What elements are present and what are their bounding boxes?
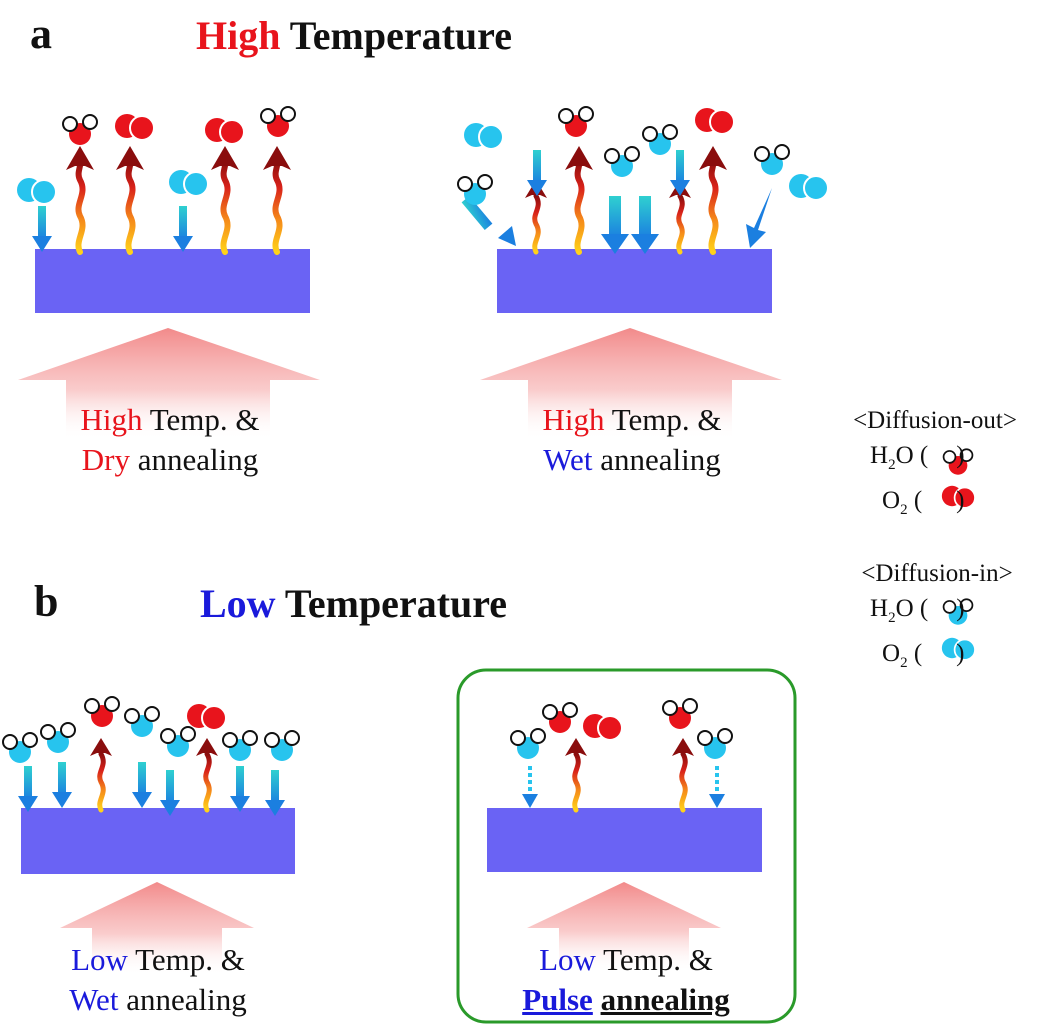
caption-b-left-w2: Wet bbox=[69, 982, 119, 1017]
panel-b-title-rest: Temperature bbox=[275, 581, 508, 626]
caption-a-right: High Temp. & Wet annealing bbox=[492, 400, 772, 480]
caption-b-left-r2: annealing bbox=[118, 982, 247, 1017]
flux-arrows-a-left bbox=[32, 146, 291, 252]
caption-a-left-r1: Temp. & bbox=[142, 402, 260, 437]
molecules-a-right bbox=[457, 106, 829, 206]
caption-a-right-r2: annealing bbox=[592, 442, 721, 477]
legend-diffusion-in: <Diffusion-in> H2O () O2 () bbox=[830, 556, 1044, 681]
legend-out-heading: <Diffusion-out> bbox=[853, 407, 1017, 434]
substrate-b-right bbox=[487, 808, 762, 872]
legend-in-o2: O2 () bbox=[882, 640, 965, 671]
caption-b-right: Low Temp. & Pulse annealing bbox=[486, 940, 766, 1020]
caption-b-right-w1: Low bbox=[539, 942, 596, 977]
heat-arrow-a-left bbox=[18, 328, 320, 440]
caption-a-left-r2: annealing bbox=[129, 442, 259, 477]
panel-a-title-word: High bbox=[196, 13, 281, 58]
flux-arrows-a-right bbox=[461, 146, 772, 254]
caption-b-left-w1: Low bbox=[71, 942, 128, 977]
caption-b-right-r1: Temp. & bbox=[595, 942, 713, 977]
flux-arrows-b-right bbox=[522, 738, 725, 810]
molecules-a-left bbox=[16, 106, 296, 205]
substrate-a-left bbox=[35, 249, 310, 313]
panel-a-title: High Temperature bbox=[196, 12, 512, 59]
caption-b-left: Low Temp. & Wet annealing bbox=[18, 940, 298, 1020]
caption-b-right-r2: annealing bbox=[600, 982, 730, 1017]
caption-a-left-w2: Dry bbox=[81, 442, 130, 477]
caption-b-right-w2: Pulse bbox=[522, 982, 593, 1017]
panel-a-letter: a bbox=[30, 9, 52, 58]
caption-a-left: High Temp. & Dry annealing bbox=[30, 400, 310, 480]
legend-in-h2o: H2O () bbox=[870, 595, 965, 626]
highlight-box bbox=[456, 668, 797, 1024]
heat-arrow-b-left bbox=[60, 882, 254, 975]
heat-arrow-b-right bbox=[527, 882, 721, 972]
heat-arrow-a-right bbox=[480, 328, 782, 440]
caption-b-left-r1: Temp. & bbox=[127, 942, 245, 977]
caption-a-right-w1: High bbox=[542, 402, 605, 437]
caption-a-right-r1: Temp. & bbox=[604, 402, 722, 437]
legend-out-h2o: H2O () bbox=[870, 442, 965, 473]
molecules-b-right bbox=[510, 698, 733, 760]
substrate-a-right bbox=[497, 249, 772, 313]
caption-a-left-w1: High bbox=[80, 402, 143, 437]
legend-in-heading: <Diffusion-in> bbox=[861, 560, 1013, 587]
panel-b-letter: b bbox=[34, 577, 59, 626]
legend-diffusion-out: <Diffusion-out> H2O () O2 () bbox=[826, 403, 1044, 528]
panel-b-title: Low Temperature bbox=[200, 580, 507, 627]
legend-out-o2: O2 () bbox=[882, 487, 965, 518]
substrate-b-left bbox=[21, 808, 295, 874]
molecules-b-left bbox=[2, 696, 300, 764]
panel-b-title-word: Low bbox=[200, 581, 276, 626]
caption-a-right-w2: Wet bbox=[543, 442, 593, 477]
panel-a-title-rest: Temperature bbox=[280, 13, 512, 58]
